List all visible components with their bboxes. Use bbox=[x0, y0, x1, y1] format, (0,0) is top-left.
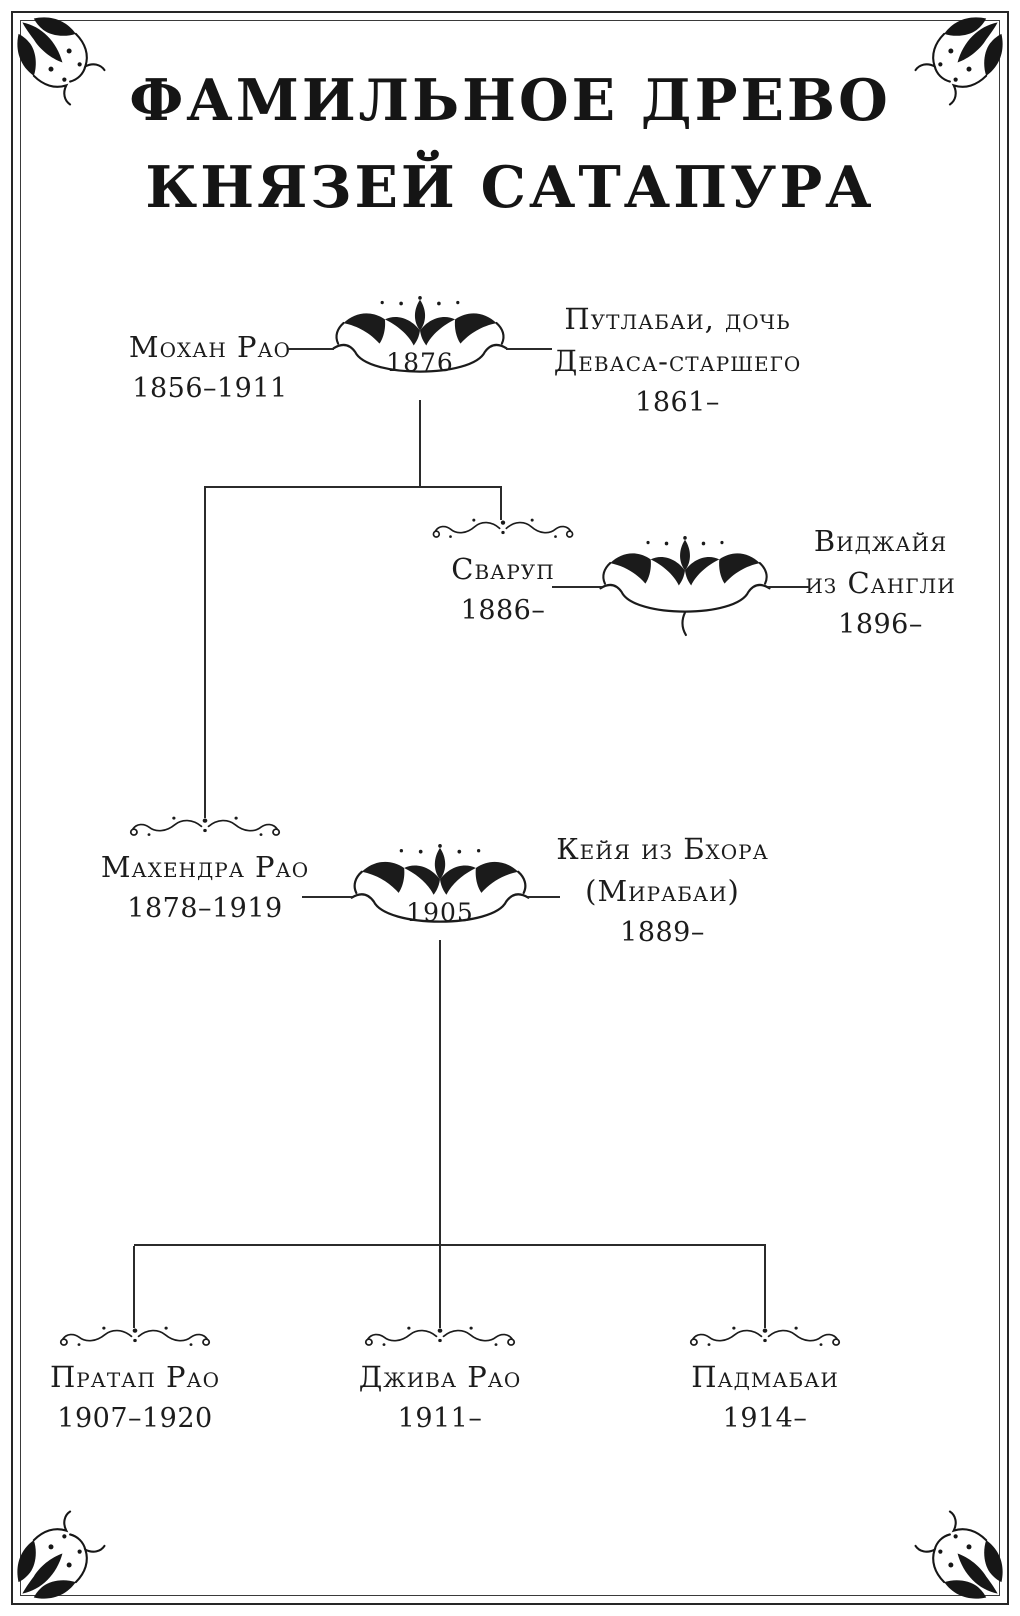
person-name: Джива Рао bbox=[358, 1360, 522, 1394]
name-flourish-ornament bbox=[360, 1324, 520, 1352]
person-dates: 1878–1919 bbox=[127, 893, 283, 924]
person-name-line-1: Путлабаи, дочь bbox=[564, 302, 791, 336]
person-name-line-2: (Мирабаи) bbox=[585, 874, 740, 908]
person-putlabai: Путлабаи, дочь Деваса-старшего 1861– bbox=[525, 298, 830, 424]
person-keya: Кейя из Бхора (Мирабаи) 1889– bbox=[550, 828, 775, 954]
person-name-line-2: из Сангли bbox=[805, 566, 956, 600]
marriage-year: 1876 bbox=[386, 348, 454, 377]
connector-line bbox=[528, 896, 560, 898]
person-name: Махендра Рао bbox=[100, 850, 310, 884]
connector-line bbox=[134, 1244, 766, 1246]
name-flourish-ornament bbox=[125, 814, 285, 842]
person-name: Сваруп bbox=[451, 552, 555, 586]
person-jiva-rao: Джива Рао 1911– bbox=[320, 1356, 560, 1440]
corner-flourish-bottom-right-ornament bbox=[906, 1502, 1011, 1607]
person-dates: 1896– bbox=[838, 609, 923, 640]
person-mahendra-rao: Махендра Рао 1878–1919 bbox=[85, 846, 325, 930]
person-dates: 1914– bbox=[722, 1403, 808, 1434]
person-dates: 1861– bbox=[635, 387, 720, 418]
connector-line bbox=[764, 1246, 766, 1328]
person-name: Мохан Рао bbox=[128, 330, 292, 364]
connector-line bbox=[204, 486, 206, 818]
connector-line bbox=[439, 1246, 441, 1328]
name-flourish-ornament bbox=[685, 1324, 845, 1352]
corner-flourish-bottom-left-ornament bbox=[9, 1502, 114, 1607]
person-dates: 1886– bbox=[460, 595, 546, 626]
connector-line bbox=[439, 940, 441, 1246]
person-name-line-1: Виджайя bbox=[813, 524, 948, 558]
person-dates: 1907–1920 bbox=[57, 1403, 213, 1434]
marriage-ornament-1905: 1905 bbox=[348, 844, 532, 959]
person-name-line-2: Деваса-старшего bbox=[553, 344, 802, 378]
person-name: Пратап Рао bbox=[49, 1360, 221, 1394]
connector-line bbox=[506, 348, 552, 350]
person-padmabai: Падмабаи 1914– bbox=[645, 1356, 885, 1440]
name-flourish-ornament bbox=[55, 1324, 215, 1352]
page-title-line-1: ФАМИЛЬНОЕ ДРЕВО bbox=[129, 67, 891, 134]
person-pratap-rao: Пратап Рао 1907–1920 bbox=[15, 1356, 255, 1440]
connector-line bbox=[552, 586, 602, 588]
person-dates: 1856–1911 bbox=[132, 373, 288, 404]
marriage-year: 1905 bbox=[406, 898, 474, 927]
person-name-line-1: Кейя из Бхора bbox=[556, 832, 769, 866]
person-swarup: Сваруп 1886– bbox=[418, 548, 588, 632]
person-name: Падмабаи bbox=[691, 1360, 839, 1394]
connector-line bbox=[133, 1246, 135, 1328]
person-dates: 1889– bbox=[620, 917, 705, 948]
marriage-ornament-swarup bbox=[597, 536, 773, 648]
connector-line bbox=[204, 486, 502, 488]
name-flourish-ornament bbox=[428, 516, 578, 544]
page-title-line-2: КНЯЗЕЙ САТАПУРА bbox=[145, 153, 875, 221]
marriage-ornament-1876: 1876 bbox=[330, 296, 510, 408]
connector-line bbox=[500, 486, 502, 520]
person-dates: 1911– bbox=[397, 1403, 483, 1434]
connector-line bbox=[768, 586, 810, 588]
floral-bracket-icon bbox=[597, 536, 773, 637]
page-title: ФАМИЛЬНОЕ ДРЕВО КНЯЗЕЙ САТАПУРА bbox=[0, 58, 1020, 231]
connector-line bbox=[302, 896, 352, 898]
person-mohan-rao: Мохан Рао 1856–1911 bbox=[90, 326, 330, 410]
person-vijaya: Виджайя из Сангли 1896– bbox=[793, 520, 968, 646]
connector-line bbox=[288, 348, 334, 350]
connector-line bbox=[419, 400, 421, 486]
